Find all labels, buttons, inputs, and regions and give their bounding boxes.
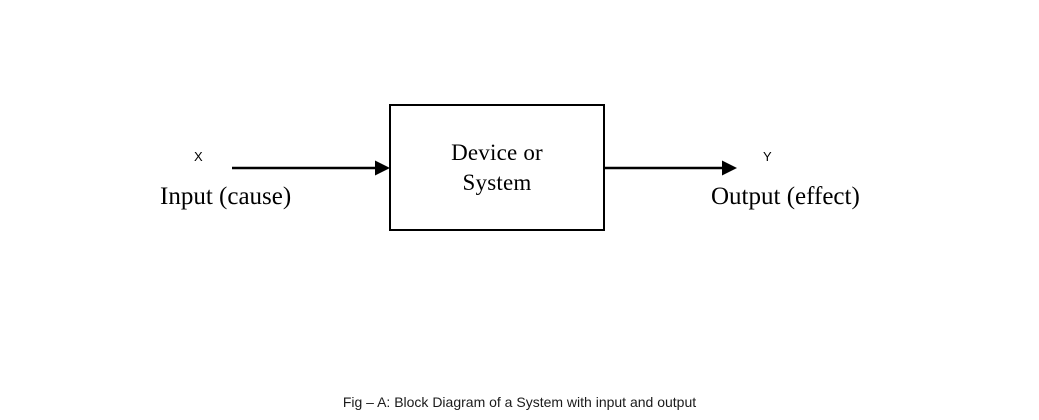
input-arrow xyxy=(232,157,390,179)
system-block-line-1: Device or xyxy=(451,139,543,165)
output-arrow xyxy=(605,157,737,179)
system-block-line-2: System xyxy=(462,169,532,195)
output-signal-letter: Y xyxy=(763,149,772,164)
output-label: Output (effect) xyxy=(711,183,860,210)
figure-caption: Fig – A: Block Diagram of a System with … xyxy=(342,394,697,410)
input-signal-letter: X xyxy=(194,149,203,164)
input-label: Input (cause) xyxy=(160,183,292,210)
system-block: Device or System xyxy=(389,104,605,231)
